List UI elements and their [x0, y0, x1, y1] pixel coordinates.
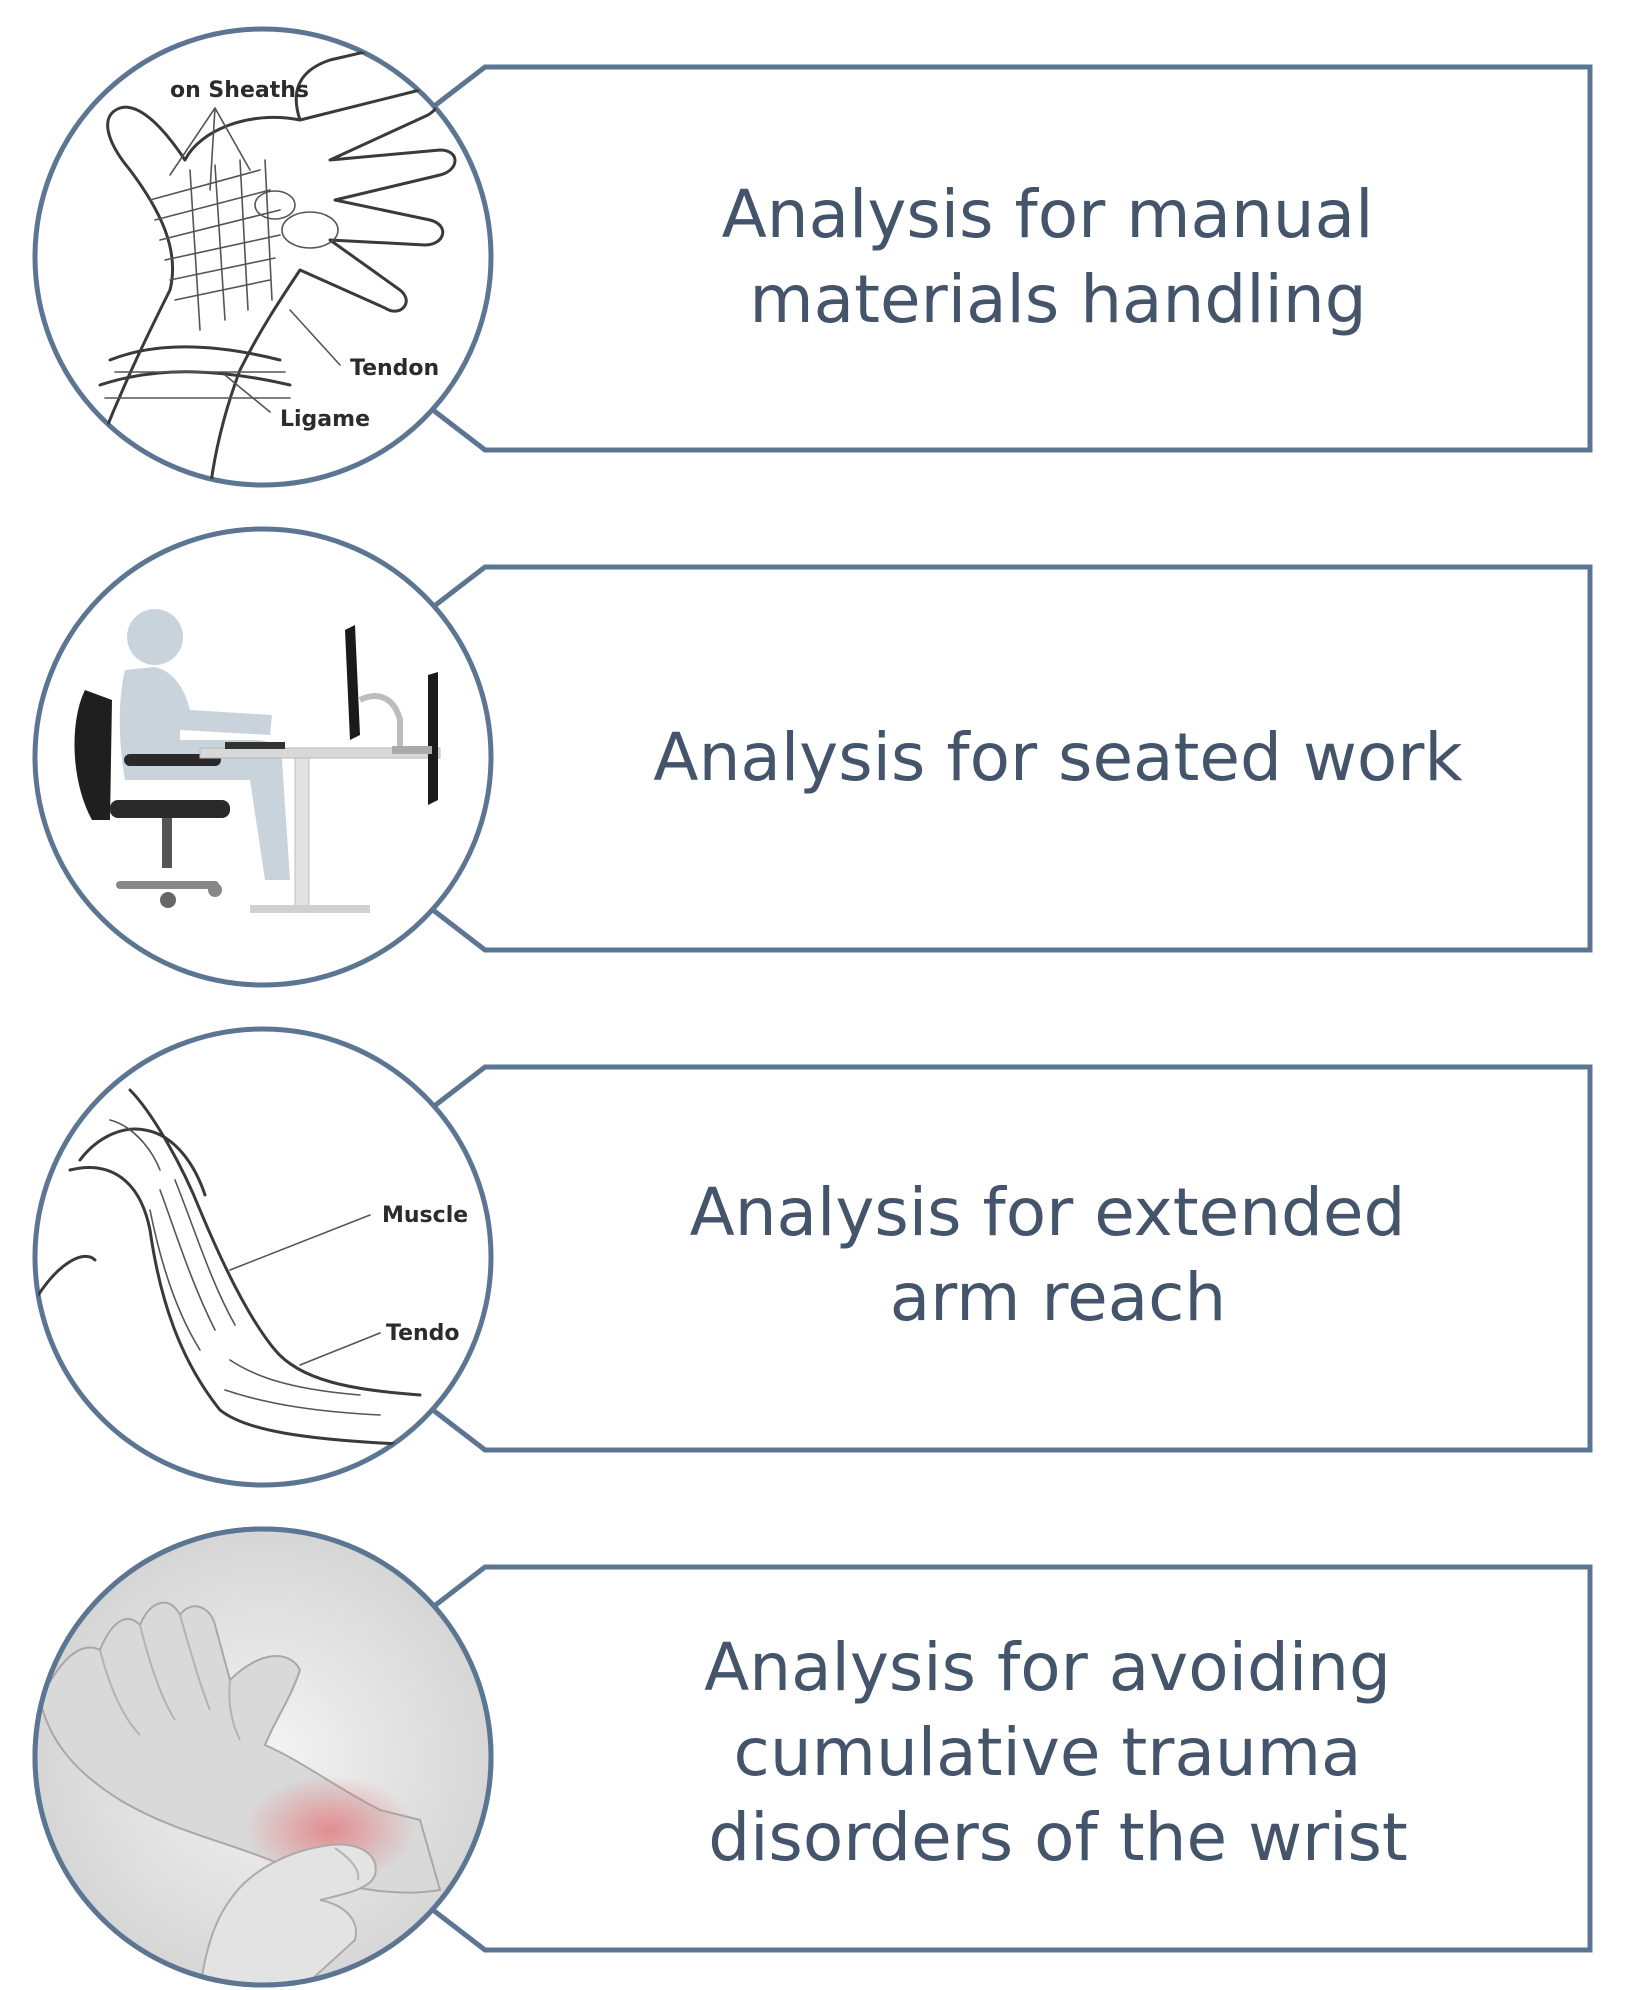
anatomy-label-tendon: Tendo	[386, 1321, 460, 1346]
item-manual-materials-handling: on Sheaths Tendon Ligame Analysis for ma…	[32, 26, 1593, 488]
item-cumulative-trauma-wrist: Analysis for avoiding cumulative trauma …	[32, 1526, 1593, 1988]
item-title-line: Analysis for avoiding	[704, 1629, 1391, 1706]
item-title-line: Analysis for manual	[722, 176, 1374, 253]
wrist-pain-photo	[35, 1529, 491, 1985]
anatomy-label-tendon: Tendon	[350, 356, 439, 381]
item-title: Analysis for extended arm reach	[690, 1174, 1427, 1336]
item-title-line: disorders of the wrist	[708, 1799, 1408, 1876]
arm-anatomy-illustration	[35, 1088, 422, 1447]
item-title-line: Analysis for seated work	[653, 719, 1463, 796]
anatomy-label-muscle: Muscle	[382, 1203, 468, 1228]
item-title-line: materials handling	[749, 261, 1366, 338]
item-title: Analysis for manual materials handling	[722, 176, 1395, 338]
anatomy-label-sheaths: on Sheaths	[170, 78, 309, 103]
hand-anatomy-illustration	[88, 29, 462, 485]
illustration-circle-outline	[32, 1526, 494, 1988]
item-title-line: cumulative trauma	[734, 1714, 1362, 1791]
illustration-circle	[32, 26, 494, 488]
item-title: Analysis for avoiding cumulative trauma …	[704, 1629, 1412, 1876]
seated-workstation-illustration	[74, 609, 441, 913]
item-title-line: arm reach	[890, 1259, 1227, 1336]
item-title: Analysis for seated work	[653, 719, 1463, 796]
item-title-line: Analysis for extended	[690, 1174, 1406, 1251]
anatomy-label-ligament: Ligame	[280, 407, 370, 432]
callout-frame	[417, 64, 1593, 453]
item-extended-arm-reach: Muscle Tendo Analysis for extended arm r…	[32, 1026, 1593, 1488]
item-seated-work: Analysis for seated work	[32, 526, 1593, 988]
